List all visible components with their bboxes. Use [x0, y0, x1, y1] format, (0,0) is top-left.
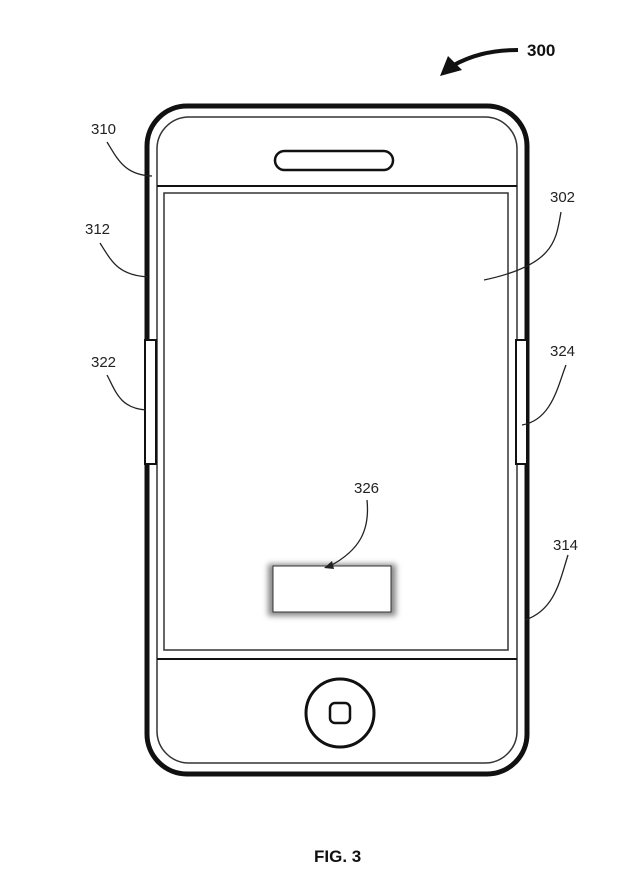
home-button — [304, 677, 376, 749]
label-324: 324 — [550, 343, 575, 360]
label-312: 312 — [85, 221, 110, 238]
label-300: 300 — [527, 41, 555, 60]
arrowhead — [440, 56, 462, 76]
label-322: 322 — [91, 354, 116, 371]
leader-arrowhead-326 — [324, 561, 334, 569]
label-310: 310 — [91, 121, 116, 138]
figure-caption: FIG. 3 — [314, 847, 361, 866]
speaker-slot — [273, 149, 395, 172]
side-button-322 — [144, 339, 157, 465]
reference-arrow-300 — [451, 48, 519, 68]
side-button-324 — [515, 339, 528, 465]
label-302: 302 — [550, 189, 575, 206]
leader-lines — [99, 141, 569, 621]
label-314: 314 — [553, 537, 578, 554]
label-326: 326 — [354, 480, 379, 497]
home-button-square-icon — [328, 701, 352, 725]
onscreen-button-326 — [272, 565, 392, 613]
